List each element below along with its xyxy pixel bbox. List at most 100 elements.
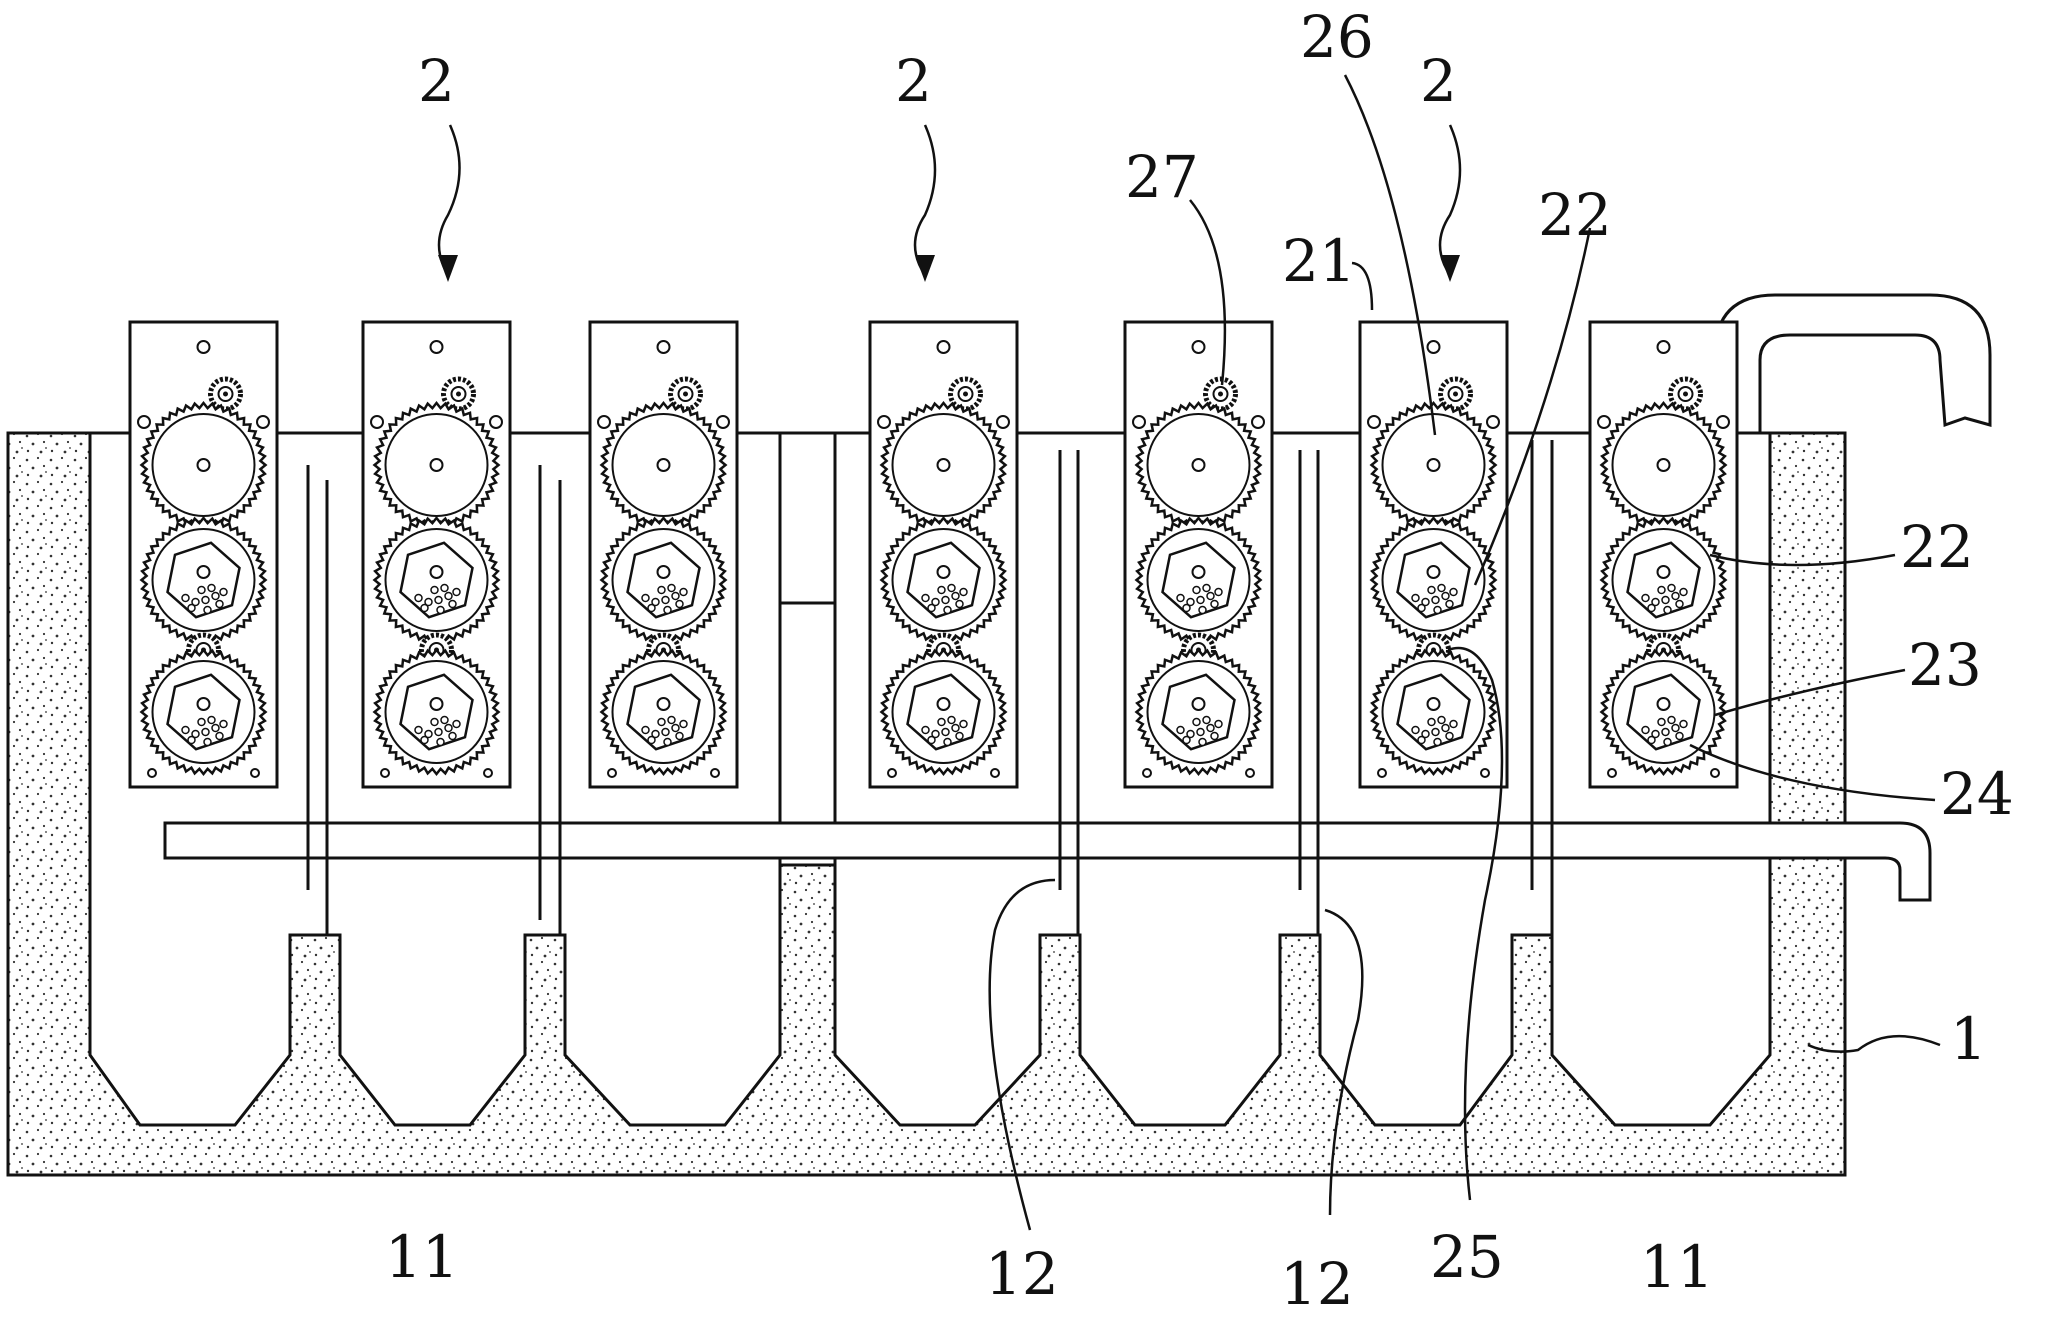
mount-hole [990,768,1000,778]
workpiece-ball [1657,717,1666,727]
workpiece-ball [1647,603,1656,613]
workpiece-ball [420,735,429,745]
hex-basket [1161,541,1236,619]
ref-24: 24 [1940,760,2014,828]
workpiece-ball [667,583,676,593]
roller-gear [879,648,1008,776]
hex-basket [166,541,241,619]
unit-label-2-right: 2 [1420,47,1457,115]
workpiece-ball [215,731,224,741]
workpiece-ball [1445,599,1454,609]
roller-plate [868,320,1019,789]
workpiece-ball [931,597,940,607]
roller-gear [599,516,728,644]
workpiece-ball [657,585,666,595]
mount-hole [1607,768,1617,778]
workpiece-ball [955,599,964,609]
workpiece-ball [1202,715,1211,725]
workpiece-ball [1437,715,1446,725]
roller-plates [128,320,1739,789]
mount-hole [597,415,611,429]
workpiece-ball [1421,597,1430,607]
mount-hole [1367,415,1381,429]
workpiece-ball [181,593,190,603]
hex-basket [906,673,981,751]
workpiece-ball [1198,737,1207,747]
workpiece-ball [1449,719,1458,729]
workpiece-ball [1657,585,1666,595]
mount-hole [936,340,951,354]
workpiece-ball [927,603,936,613]
workpiece-ball [414,593,423,603]
hex-basket [1626,541,1701,619]
hex-basket [1396,673,1471,751]
roller-plate [1123,320,1274,789]
mount-hole [1480,768,1490,778]
workpiece-ball [1671,723,1680,733]
workpiece-ball [1641,725,1650,735]
workpiece-ball [1182,603,1191,613]
workpiece-ball [1641,593,1650,603]
workpiece-ball [1411,593,1420,603]
mount-hole [196,340,211,354]
workpiece-ball [219,587,228,597]
mount-hole [1132,415,1146,429]
workpiece-ball [197,717,206,727]
workpiece-ball [661,727,670,737]
workpiece-ball [1433,737,1442,747]
workpiece-ball [1202,583,1211,593]
workpiece-ball [959,719,968,729]
workpiece-ball [452,719,461,729]
workpiece-ball [1196,727,1205,737]
hex-basket [399,541,474,619]
workpiece-ball [1206,723,1215,733]
roller-gear [1134,516,1263,644]
workpiece-ball [1210,599,1219,609]
workpiece-ball [1427,717,1436,727]
workpiece-ball [1431,595,1440,605]
mount-hole [996,415,1010,429]
workpiece-ball [219,719,228,729]
workpiece-ball [1663,737,1672,747]
hex-basket [906,541,981,619]
workpiece-ball [663,737,672,747]
workpiece-ball [424,729,433,739]
ref-12-left: 12 [985,1240,1059,1308]
workpiece-ball [647,735,656,745]
workpiece-ball [959,587,968,597]
roller-plate [1588,320,1739,789]
workpiece-ball [951,591,960,601]
workpiece-ball [1427,585,1436,595]
workpiece-ball [661,595,670,605]
workpiece-ball [207,583,216,593]
workpiece-ball [1186,729,1195,739]
mount-hole [607,768,617,778]
roller-gear [599,648,728,776]
roller-gear [139,648,268,776]
workpiece-ball [444,591,453,601]
workpiece-ball [663,605,672,615]
mount-hole [1716,415,1730,429]
ref-23: 23 [1908,631,1982,699]
workpiece-ball [203,737,212,747]
mount-hole [1377,768,1387,778]
workpiece-ball [1192,717,1201,727]
workpiece-ball [947,715,956,725]
roller-gear [139,516,268,644]
mount-hole [1191,340,1206,354]
ref-22-right: 22 [1900,513,1974,581]
mount-hole [1251,415,1265,429]
workpiece-ball [420,603,429,613]
workpiece-ball [203,605,212,615]
workpiece-ball [657,717,666,727]
hex-basket [1396,541,1471,619]
arrowheads [438,255,1460,282]
mount-hole [1597,415,1611,429]
roller-gear [1369,516,1498,644]
workpiece-ball [675,731,684,741]
workpiece-ball [1449,587,1458,597]
dip-tubes [306,440,1554,935]
mount-hole [380,768,390,778]
ref-25: 25 [1430,1223,1504,1291]
